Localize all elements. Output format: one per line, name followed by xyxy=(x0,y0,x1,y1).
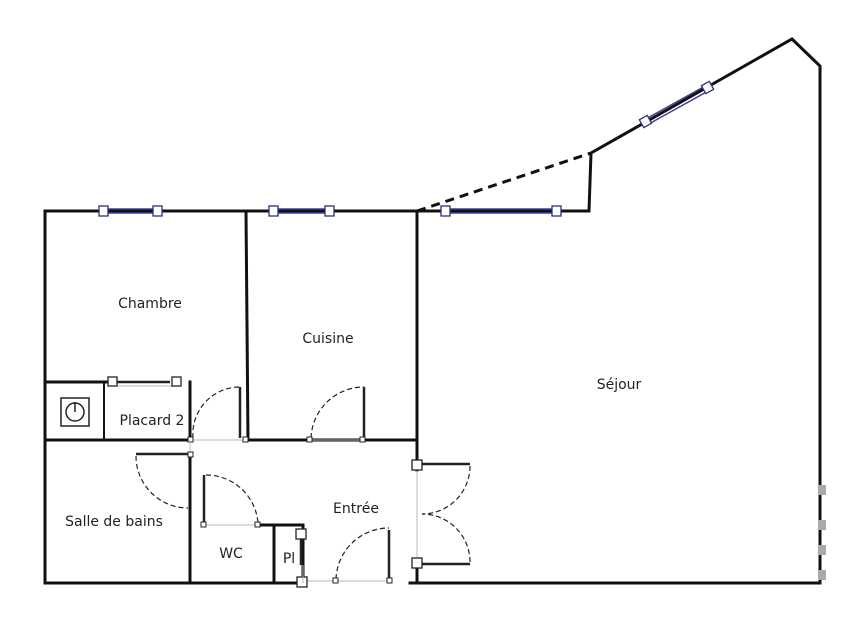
door-sejour xyxy=(411,459,471,569)
exterior-wall-sejour xyxy=(415,37,822,585)
door-chambre xyxy=(187,386,249,443)
room-label-pl: Pl xyxy=(283,551,295,567)
wall-chambre-cuisine xyxy=(244,209,250,442)
room-label-cuisine: Cuisine xyxy=(302,331,353,347)
door-pl xyxy=(295,528,307,583)
window-sejour-front xyxy=(440,205,562,217)
room-label-entree: Entrée xyxy=(333,501,379,517)
placard-doors xyxy=(107,376,182,387)
dashed-projection-line xyxy=(416,151,592,213)
doors xyxy=(135,386,471,588)
door-cuisine xyxy=(306,386,366,443)
exterior-wall xyxy=(43,209,419,585)
room-label-wc: WC xyxy=(219,546,243,562)
door-wc xyxy=(200,474,261,528)
door-entrance xyxy=(296,527,393,588)
edge-marks xyxy=(818,485,826,580)
room-label-placard: Placard 2 xyxy=(120,413,185,429)
room-label-salle-de-bains: Salle de bains xyxy=(65,514,163,530)
window-cuisine xyxy=(268,205,335,217)
room-labels: Chambre Cuisine Séjour Placard 2 Salle d… xyxy=(65,296,641,567)
door-salle-de-bains xyxy=(135,440,194,509)
window-sejour-diagonal xyxy=(638,80,715,129)
room-label-sejour: Séjour xyxy=(597,377,642,393)
room-label-chambre: Chambre xyxy=(118,296,182,312)
window-chambre xyxy=(98,205,163,217)
windows xyxy=(98,80,715,217)
water-heater-icon xyxy=(60,397,90,427)
